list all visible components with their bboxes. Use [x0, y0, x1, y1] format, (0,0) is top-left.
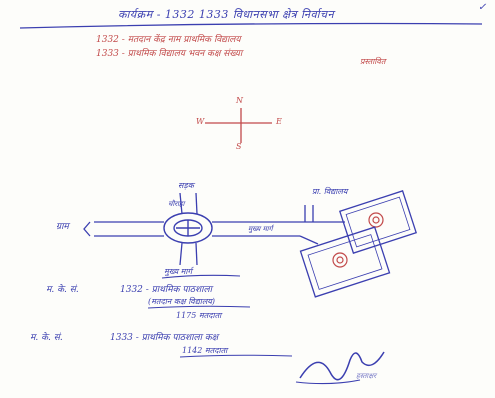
note-line-2-end: प्रस्तावित: [360, 57, 386, 66]
signature-underline: [295, 379, 361, 385]
map-road-text: मुख्य मार्ग: [248, 225, 273, 233]
road-east: [212, 205, 345, 245]
corner-check-mark: ✓: [478, 2, 487, 13]
building-1333: [299, 226, 391, 298]
legend-entry-2-text: 1333 - प्राथमिक पाठशाला कक्ष: [110, 333, 219, 343]
map-school-label: प्रा. विद्यालय: [312, 187, 348, 196]
road-south: [179, 242, 198, 266]
map-left-road-label: ग्राम: [56, 222, 69, 232]
legend-entry-2-prefix: म. के. सं.: [30, 333, 63, 343]
legend-underline-1: [147, 305, 251, 309]
compass-west: W: [196, 117, 205, 126]
note-line-2: 1333 - प्राथमिक विद्यालय भवन कक्ष संख्या: [96, 49, 243, 59]
map-top-road-label: सड़क: [178, 181, 194, 190]
note-line-1: 1332 - मतदान केंद्र नाम प्राथमिक विद्याल…: [96, 35, 241, 45]
signature-scribble: [299, 351, 385, 381]
road-west: [83, 221, 164, 237]
signature-mark: हस्ताक्षर: [356, 372, 377, 380]
legend-entry-1-prefix: म. के. सं.: [46, 285, 79, 295]
compass-east: E: [276, 117, 282, 126]
road-north: [179, 192, 198, 215]
label-underline: [161, 274, 241, 279]
compass-north: N: [236, 96, 243, 105]
header-title: कार्यक्रम - 1332 1333 विधानसभा क्षेत्र न…: [118, 8, 335, 21]
compass-south: S: [236, 142, 242, 151]
legend-entry-1-text: 1332 - प्राथमिक पाठशाला: [120, 285, 212, 295]
roundabout: [163, 212, 213, 244]
building-1333-marker: [332, 252, 348, 268]
legend-entry-1-sub: (मतदान कक्ष विद्यालय): [148, 297, 216, 306]
building-1332-marker: [368, 212, 384, 228]
legend-entry-2-count: 1142 मतदाता: [182, 346, 228, 355]
compass-rose: [205, 108, 272, 143]
legend-underline-2: [179, 354, 293, 358]
building-1332: [338, 190, 418, 254]
legend-entry-1-count: 1175 मतदाता: [176, 311, 222, 320]
map-junction-label: चौराहा: [168, 200, 185, 208]
header-underline: [19, 22, 483, 29]
map-bottom-label: मुख्य मार्ग: [164, 267, 193, 276]
